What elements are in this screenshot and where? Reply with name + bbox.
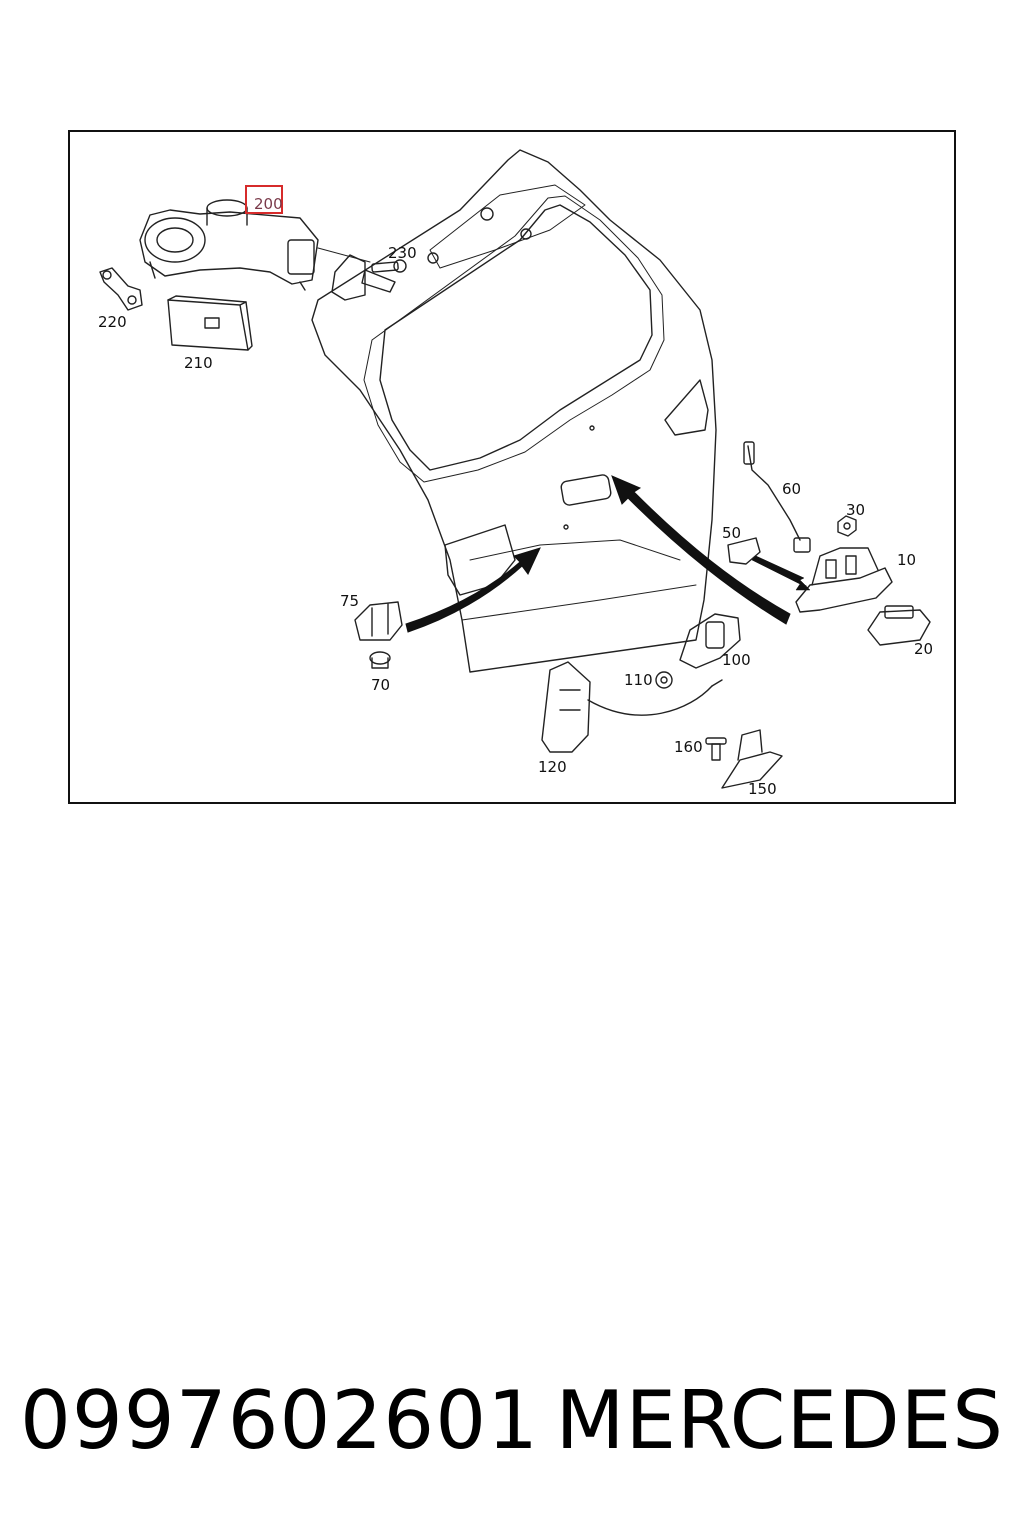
direction-arrows xyxy=(405,475,811,633)
part-200-drive-unit xyxy=(139,199,319,291)
callout-30: 30 xyxy=(846,501,865,519)
callout-60: 60 xyxy=(782,480,801,498)
callout-160: 160 xyxy=(674,738,703,756)
callout-220: 220 xyxy=(98,313,127,331)
part-100-lock xyxy=(679,613,741,669)
part-number: 0997602601 xyxy=(20,1373,539,1467)
rear-window xyxy=(379,204,653,471)
callout-75: 75 xyxy=(340,592,359,610)
callout-100: 100 xyxy=(722,651,751,669)
part-50-clip xyxy=(727,537,761,565)
part-230-hinge xyxy=(331,254,407,301)
highlight-box xyxy=(245,185,283,214)
part-20-switch xyxy=(867,605,931,646)
callout-110: 110 xyxy=(624,671,653,689)
callout-50: 50 xyxy=(722,524,741,542)
arrow-small xyxy=(751,555,811,591)
part-30-nut xyxy=(837,515,857,537)
tailgate-panel xyxy=(311,149,717,673)
part-150-striker xyxy=(721,729,783,789)
callout-200: 200 xyxy=(254,195,283,213)
callout-70: 70 xyxy=(371,676,390,694)
arrow-right xyxy=(611,475,791,625)
part-110-bolt xyxy=(655,671,673,689)
part-70-buffer xyxy=(369,651,391,669)
part-210-control-module xyxy=(167,295,253,351)
callout-10: 10 xyxy=(897,551,916,569)
callout-150: 150 xyxy=(748,780,777,798)
callout-20: 20 xyxy=(914,640,933,658)
callout-230: 230 xyxy=(388,244,417,262)
part-160-screw xyxy=(705,737,727,761)
brand-name: MERCEDES xyxy=(555,1373,1004,1467)
part-120-latch xyxy=(541,661,723,753)
callout-120: 120 xyxy=(538,758,567,776)
part-220-bracket xyxy=(99,267,143,311)
diagram-frame xyxy=(68,130,956,804)
part-60-cable xyxy=(743,441,811,553)
footer-caption: 0997602601 MERCEDES xyxy=(20,1370,1004,1470)
arrow-left xyxy=(405,547,541,633)
part-10-handle-housing xyxy=(795,547,893,613)
part-75-bracket xyxy=(354,601,403,641)
callout-210: 210 xyxy=(184,354,213,372)
